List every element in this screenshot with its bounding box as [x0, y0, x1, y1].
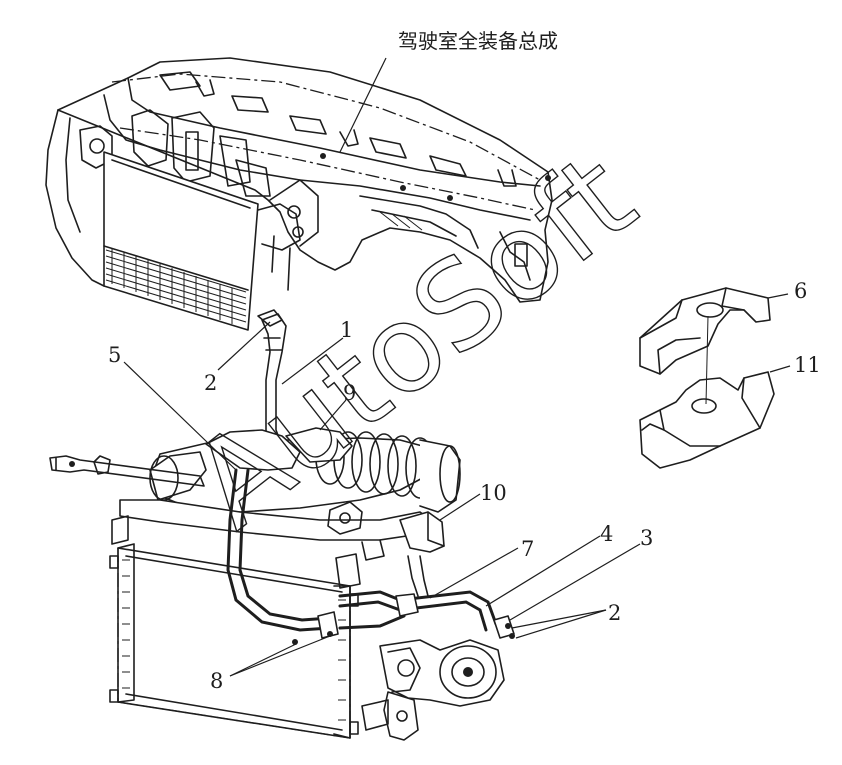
watermark: AutoSoft	[168, 127, 661, 555]
callout-5: 5	[108, 343, 121, 367]
callout-2-top: 2	[204, 371, 217, 395]
watermark-text: AutoSoft	[168, 128, 660, 555]
evaporator-core	[103, 151, 319, 331]
condenser	[109, 515, 361, 739]
assembly-label: 驾驶室全装备总成	[398, 29, 558, 53]
callout-8: 8	[210, 669, 223, 693]
callout-4: 4	[600, 522, 613, 546]
callout-11: 11	[794, 353, 821, 377]
ac-hoses	[226, 468, 515, 645]
callout-leaders	[123, 293, 791, 677]
callout-1: 1	[340, 318, 353, 342]
assembly-leader	[339, 57, 387, 153]
callout-6: 6	[794, 279, 807, 303]
callout-2-right: 2	[608, 601, 621, 625]
cab-assembly	[45, 57, 553, 303]
callout-9: 9	[343, 381, 356, 405]
callout-numbers: 1 2 5 6 11 9 10 7 4 3 2 8	[108, 279, 821, 693]
callout-3: 3	[640, 526, 653, 550]
callout-7: 7	[521, 537, 534, 561]
ac-compressor	[361, 639, 505, 741]
callout-10: 10	[480, 481, 507, 505]
pipe-clamp	[639, 287, 775, 469]
